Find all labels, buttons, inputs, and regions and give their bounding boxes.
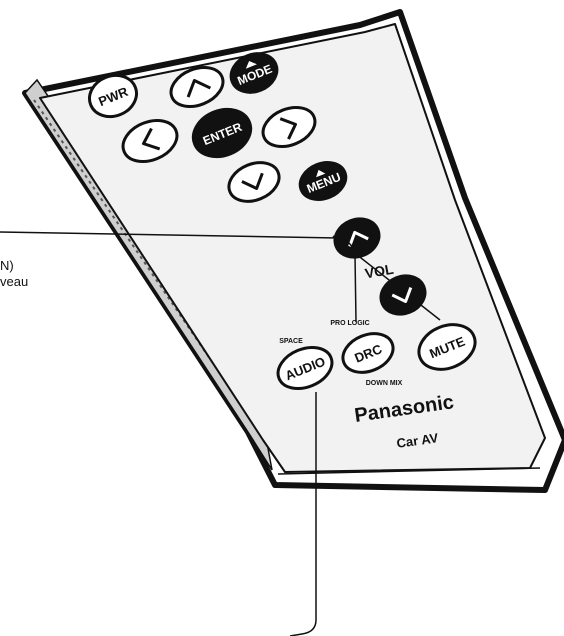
mute-button[interactable]: MUTE [412, 317, 482, 378]
enter-button[interactable]: ENTER [186, 100, 259, 165]
side-label-line1: N) [0, 258, 14, 273]
side-label-line2: veau [0, 274, 29, 289]
left-button[interactable] [117, 113, 183, 169]
down-arrow-icon [241, 172, 264, 190]
audio-button[interactable]: AUDIO [272, 340, 338, 396]
up-button[interactable] [165, 60, 229, 114]
down-button[interactable] [223, 156, 285, 209]
right-button[interactable] [257, 100, 321, 154]
left-arrow-icon [142, 127, 161, 151]
vol-down-button[interactable] [375, 269, 432, 321]
vol-label: VOL [364, 261, 396, 282]
eject-icon [245, 60, 257, 69]
pwr-button[interactable]: PWR [83, 68, 142, 123]
callout-line-audio [289, 392, 317, 636]
vol-down-icon [391, 287, 413, 303]
pro-logic-label: PRO LOGIC [330, 320, 369, 327]
up-arrow-icon [186, 79, 212, 98]
down-mix-label: DOWN MIX [366, 380, 403, 387]
vol-up-button[interactable] [329, 212, 386, 264]
space-label: SPACE [279, 338, 303, 345]
mode-button[interactable]: MODE [225, 46, 284, 99]
vol-up-icon [348, 230, 369, 247]
menu-button[interactable]: MENU [294, 155, 352, 206]
model-label: Car AV [396, 430, 440, 451]
menu-eject-icon [316, 169, 326, 178]
callout-line-drc [0, 231, 357, 323]
drc-button[interactable]: DRC [337, 327, 399, 380]
right-arrow-icon [279, 117, 297, 140]
